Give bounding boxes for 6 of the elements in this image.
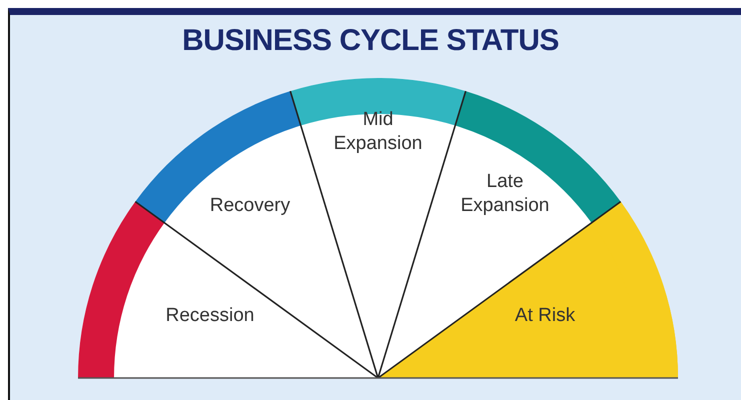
title: BUSINESS CYCLE STATUS bbox=[181, 24, 560, 58]
sector-label: At Risk bbox=[514, 304, 576, 328]
sector-label: Recovery bbox=[208, 194, 292, 218]
sector-label: Late Expansion bbox=[460, 170, 550, 218]
sector-label: Recession bbox=[164, 304, 256, 328]
sector-label: Mid Expansion bbox=[332, 108, 424, 156]
